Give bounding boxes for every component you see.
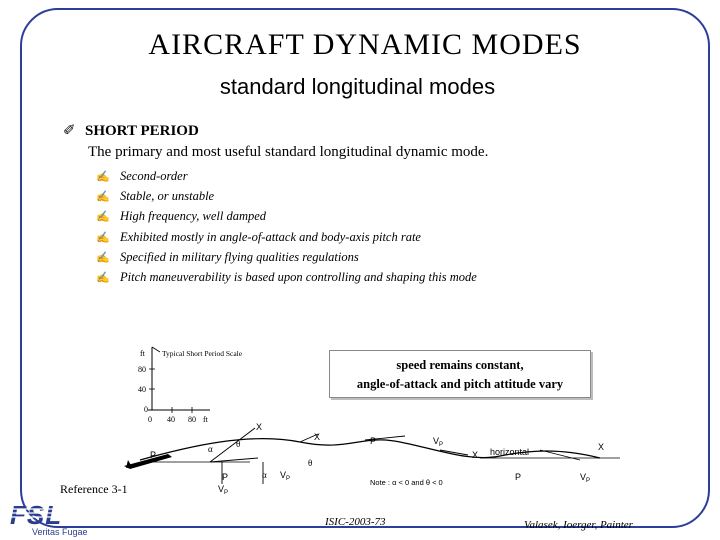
fsl-logo: FSL Veritas Fugae — [4, 500, 114, 537]
scale-x-tick: 40 — [167, 415, 175, 424]
velocity-label: VP — [280, 470, 290, 482]
logo-tagline: Veritas Fugae — [32, 527, 88, 537]
list-item-text: Specified in military flying qualities r… — [120, 249, 359, 264]
scale-x-tick: 0 — [148, 415, 152, 424]
list-item-text: High frequency, well damped — [120, 209, 267, 224]
diagram-note: Note : α < 0 and θ < 0 — [370, 478, 443, 487]
callout-box: speed remains constant, angle-of-attack … — [329, 350, 591, 398]
scale-title: Typical Short Period Scale — [162, 349, 243, 358]
x-axis-label: X — [314, 432, 320, 442]
x-axis-label: X — [598, 442, 604, 452]
pen-bullet-icon: ✍ — [96, 231, 110, 244]
list-item-text: Stable, or unstable — [120, 189, 215, 204]
scale-y-unit: ft — [140, 349, 146, 358]
scale-y-tick: 0 — [144, 405, 148, 414]
svg-text:FSL: FSL — [10, 500, 62, 530]
theta-label: θ — [308, 458, 312, 468]
pen-bullet-icon: ✍ — [96, 251, 110, 264]
slide-subtitle: standard longitudinal modes — [219, 74, 496, 99]
diagram-labels: X X X X P P P P VP VP VP VP α α θ θ hori… — [150, 422, 604, 496]
list-item: ✍ Specified in military flying qualities … — [96, 247, 477, 267]
scale-y-tick: 80 — [138, 365, 146, 374]
velocity-label: VP — [580, 472, 590, 484]
callout-line-2: angle-of-attack and pitch attitude vary — [356, 377, 564, 391]
list-item: ✍ Stable, or unstable — [96, 186, 477, 206]
alpha-label: α — [208, 444, 213, 454]
list-item: ✍ Second-order — [96, 166, 477, 186]
point-p-label: P — [150, 450, 156, 460]
horizontal-label: horizontal — [490, 447, 529, 457]
list-item-text: Pitch maneuverability is based upon cont… — [120, 269, 477, 284]
x-axis-label: X — [256, 422, 262, 432]
point-p-label: P — [370, 436, 376, 446]
velocity-label: VP — [218, 484, 228, 496]
vector-arrows — [209, 427, 581, 484]
section-description: The primary and most useful standard lon… — [88, 144, 489, 160]
list-item: ✍ Pitch maneuverability is based upon con… — [96, 267, 477, 287]
aircraft-icon — [124, 454, 172, 469]
theta-label: θ — [236, 439, 240, 449]
scale-inset: ft Typical Short Period Scale 80 40 0 0 … — [138, 346, 243, 424]
pen-bullet-icon: ✍ — [96, 171, 110, 183]
section-heading: SHORT PERIOD — [85, 123, 199, 139]
point-p-label: P — [222, 472, 228, 482]
velocity-label: VP — [433, 436, 443, 448]
pen-bullet-icon: ✍ — [96, 271, 110, 284]
list-item: ✍ Exhibited mostly in angle-of-attack and… — [96, 227, 477, 247]
pen-bullet-icon: ✍ — [96, 191, 110, 204]
scale-y-tick: 40 — [138, 385, 146, 394]
list-item: ✍ High frequency, well damped — [96, 206, 477, 226]
list-item-text: Exhibited mostly in angle-of-attack and … — [120, 229, 421, 244]
scale-x-tick: 80 — [188, 415, 196, 424]
sub-bullet-list: ✍ Second-order ✍ Stable, or unstable ✍ High… — [96, 166, 477, 287]
footer-authors: Valasek, Ioerger, Painter — [524, 519, 633, 531]
scale-x-unit: ft — [203, 415, 209, 424]
footer-code: ISIC-2003-73 — [325, 516, 386, 528]
x-axis-label: X — [472, 450, 478, 460]
main-bullet: ✐ SHORT PERIOD — [63, 121, 199, 140]
slide-frame — [20, 8, 710, 528]
alpha-label: α — [262, 470, 267, 480]
slide-title: AIRCRAFT DYNAMIC MODES — [148, 28, 582, 61]
list-item-text: Second-order — [120, 169, 188, 183]
point-p-label: P — [515, 472, 521, 482]
callout-line-1: speed remains constant, — [396, 358, 524, 372]
reference-label: Reference 3-1 — [60, 482, 128, 496]
pen-bullet-icon: ✐ — [63, 123, 76, 139]
pen-bullet-icon: ✍ — [96, 211, 110, 224]
